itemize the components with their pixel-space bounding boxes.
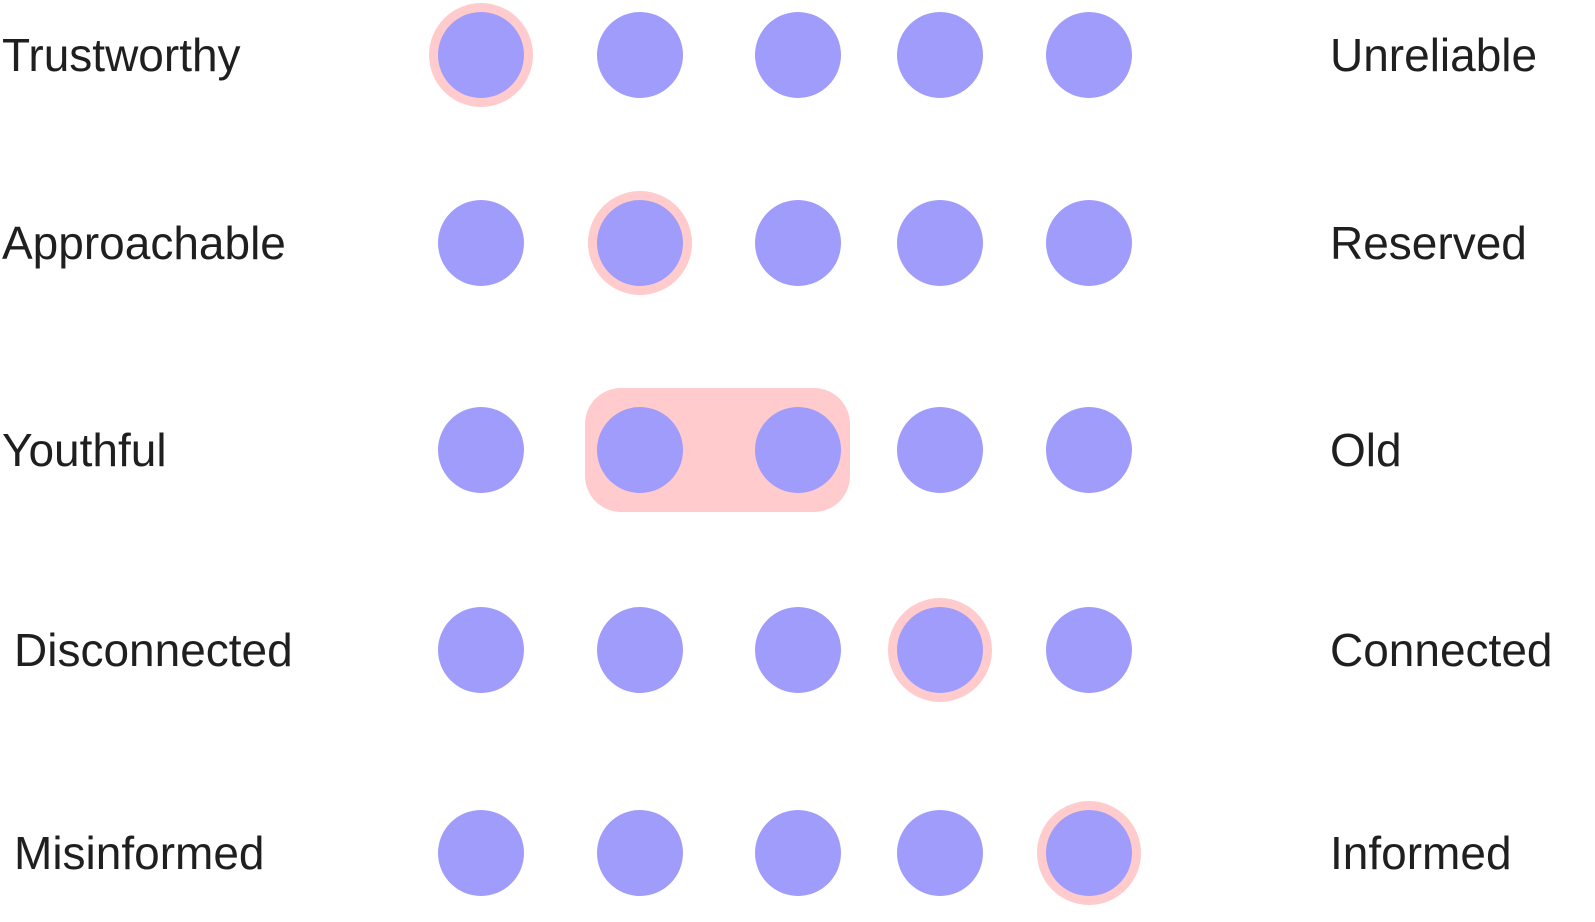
left-anchor-label: Misinformed [14, 827, 265, 879]
scale-option-dot[interactable] [755, 407, 841, 493]
scale-option-dot[interactable] [1046, 12, 1132, 98]
right-anchor-label: Reserved [1330, 217, 1527, 269]
scale-row: Misinformed Informed [0, 793, 1595, 913]
right-anchor-label: Informed [1330, 827, 1512, 879]
scale-row: Disconnected Connected [0, 590, 1595, 710]
scale-option-dot-selected[interactable] [1046, 810, 1132, 896]
scale-option-dot[interactable] [755, 607, 841, 693]
scale-option-dot[interactable] [438, 810, 524, 896]
left-anchor-label: Disconnected [14, 624, 293, 676]
scale-option-dot[interactable] [597, 607, 683, 693]
scale-option-dot[interactable] [897, 407, 983, 493]
scale-option-dot[interactable] [1046, 407, 1132, 493]
scale-option-dot[interactable] [438, 407, 524, 493]
scale-option-dot[interactable] [438, 607, 524, 693]
scale-option-dot-selected[interactable] [438, 12, 524, 98]
right-anchor-label: Connected [1330, 624, 1553, 676]
scale-option-dot[interactable] [597, 12, 683, 98]
scale-option-dot[interactable] [755, 12, 841, 98]
scale-option-dot[interactable] [897, 200, 983, 286]
right-anchor-label: Unreliable [1330, 29, 1538, 81]
right-anchor-label: Old [1330, 424, 1402, 476]
scale-row: Trustworthy Unreliable [0, 0, 1595, 115]
scale-option-dot[interactable] [438, 200, 524, 286]
scale-option-dot[interactable] [755, 200, 841, 286]
scale-option-dot-selected[interactable] [897, 607, 983, 693]
scale-option-dot[interactable] [897, 810, 983, 896]
scale-option-dot[interactable] [1046, 200, 1132, 286]
scale-option-dot[interactable] [755, 810, 841, 896]
scale-row: Approachable Reserved [0, 183, 1595, 303]
left-anchor-label: Approachable [2, 217, 286, 269]
scale-option-dot[interactable] [1046, 607, 1132, 693]
scale-option-dot[interactable] [597, 407, 683, 493]
scale-row: Youthful Old [0, 388, 1595, 512]
left-anchor-label: Youthful [2, 424, 167, 476]
scale-option-dot[interactable] [597, 810, 683, 896]
left-anchor-label: Trustworthy [2, 29, 241, 81]
scale-option-dot-selected[interactable] [597, 200, 683, 286]
scale-option-dot[interactable] [897, 12, 983, 98]
